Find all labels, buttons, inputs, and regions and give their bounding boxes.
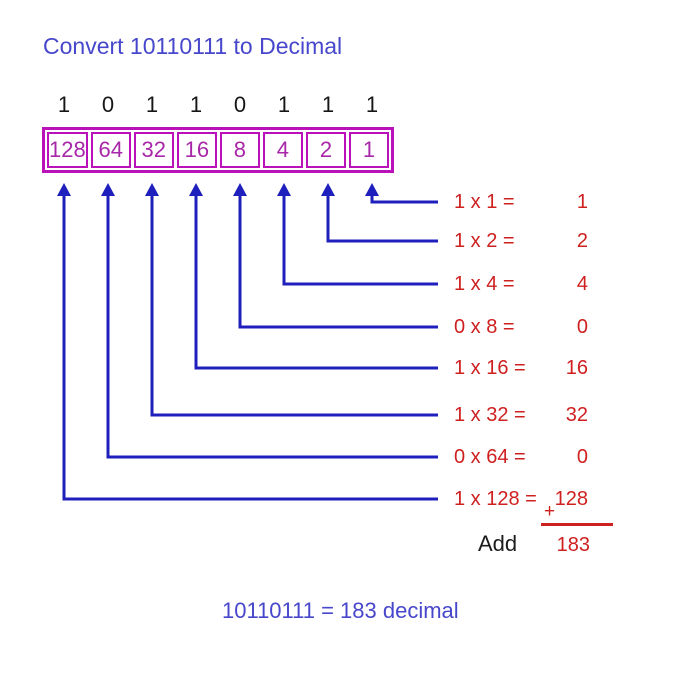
product-expression: 0 x 64 = — [454, 446, 526, 468]
product-row: 1 x 2 = 2 — [454, 228, 588, 254]
arrow-up-head-icon — [321, 183, 335, 196]
product-result: 2 — [576, 230, 588, 252]
add-label: Add — [478, 531, 518, 556]
result-statement: 10110111 = 183 decimal — [222, 598, 459, 623]
arrow-line — [238, 195, 438, 329]
place-value-cell: 16 — [176, 132, 217, 168]
place-value-cell: 64 — [90, 132, 131, 168]
product-expression: 1 x 16 = — [454, 357, 526, 379]
arrow-line — [370, 195, 438, 204]
place-value-cell: 128 — [47, 132, 88, 168]
binary-digit: 1 — [365, 92, 379, 117]
sum-total: 183 — [556, 534, 590, 556]
arrow-line — [62, 195, 438, 501]
product-result: 1 — [576, 191, 588, 213]
page-title: Convert 10110111 to Decimal — [43, 33, 343, 59]
arrow-up-head-icon — [365, 183, 379, 196]
place-value-cell: 1 — [349, 132, 390, 168]
product-result: 16 — [565, 357, 588, 379]
product-expression: 1 x 128 = — [454, 488, 537, 510]
place-value-cell: 4 — [262, 132, 303, 168]
product-expression: 1 x 2 = — [454, 230, 515, 252]
arrow-up-head-icon — [233, 183, 247, 196]
product-row: 1 x 4 = 4 — [454, 271, 588, 297]
binary-digit: 1 — [145, 92, 159, 117]
plus-sign: + — [544, 501, 556, 522]
product-row: 1 x 128 = 128 — [454, 486, 588, 512]
binary-digit: 1 — [277, 92, 291, 117]
product-row: 1 x 16 = 16 — [454, 355, 588, 381]
binary-digit: 0 — [101, 92, 115, 117]
arrow-line — [150, 195, 438, 417]
arrow-up-head-icon — [277, 183, 291, 196]
product-expression: 0 x 8 = — [454, 316, 515, 338]
arrow-up-head-icon — [145, 183, 159, 196]
place-value-cell: 8 — [219, 132, 260, 168]
arrow-up-head-icon — [57, 183, 71, 196]
product-row: 0 x 8 = 0 — [454, 314, 588, 340]
product-result: 128 — [554, 488, 588, 510]
product-result: 4 — [576, 273, 588, 295]
binary-digit: 1 — [57, 92, 71, 117]
binary-digits-row: 1 0 1 1 0 1 1 1 — [42, 92, 394, 118]
product-result: 0 — [576, 316, 588, 338]
arrow-up-head-icon — [189, 183, 203, 196]
product-result: 32 — [565, 404, 588, 426]
product-result: 0 — [576, 446, 588, 468]
binary-digit: 0 — [233, 92, 247, 117]
arrow-line — [194, 195, 438, 370]
binary-digit: 1 — [321, 92, 335, 117]
product-expression: 1 x 1 = — [454, 191, 515, 213]
place-value-cell: 2 — [305, 132, 346, 168]
product-row: 1 x 1 = 1 — [454, 189, 588, 215]
product-expression: 1 x 32 = — [454, 404, 526, 426]
product-expression: 1 x 4 = — [454, 273, 515, 295]
arrow-line — [106, 195, 438, 459]
product-row: 1 x 32 = 32 — [454, 402, 588, 428]
product-row: 0 x 64 = 0 — [454, 444, 588, 470]
sum-underline — [541, 523, 613, 526]
arrow-line — [282, 195, 438, 286]
arrow-line — [326, 195, 438, 243]
binary-digit: 1 — [189, 92, 203, 117]
place-value-cell: 32 — [133, 132, 174, 168]
arrow-up-head-icon — [101, 183, 115, 196]
